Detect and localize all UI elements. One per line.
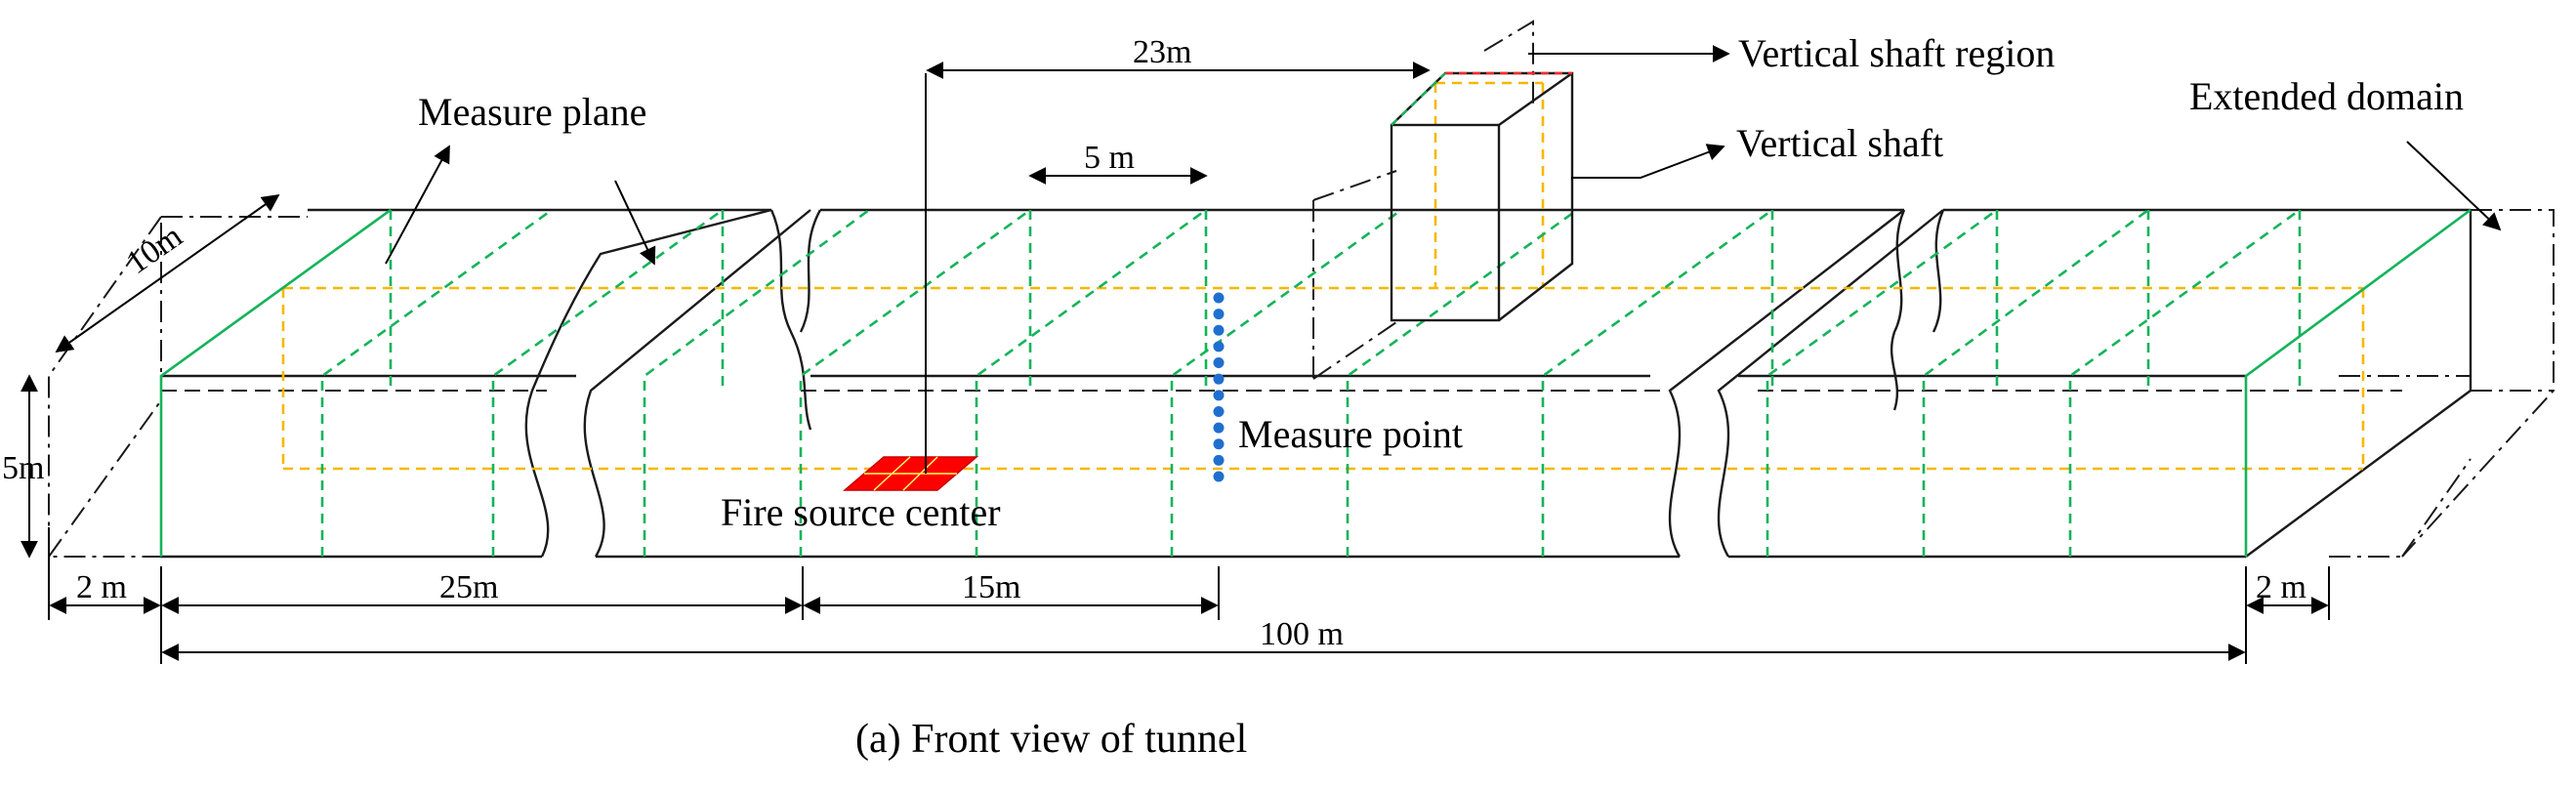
measure-point-dot	[1213, 454, 1225, 466]
measure-point-dot	[1213, 373, 1225, 385]
extended-domain-label: Extended domain	[2189, 74, 2464, 118]
dim-length-100m: 100 m	[1260, 616, 1344, 652]
vertical-shaft	[1390, 71, 1574, 322]
measure-point-dot	[1213, 309, 1225, 320]
measure-point-dot	[1213, 357, 1225, 369]
measure-points	[1213, 292, 1225, 482]
dim-spacing-5m: 5 m	[1084, 140, 1135, 176]
dim-ext-right-2m: 2 m	[2256, 569, 2306, 605]
measure-point-label: Measure point	[1238, 412, 1463, 456]
measure-point-dot	[1213, 471, 1225, 482]
fire-source-center-label: Fire source center	[721, 490, 1001, 534]
dim-shaft-pos-23m: 23m	[1133, 34, 1191, 70]
measure-point-dot	[1213, 341, 1225, 353]
measure-point-dot	[1213, 405, 1225, 417]
measure-point-dot	[1213, 438, 1225, 450]
measure-plane-label: Measure plane	[418, 90, 646, 134]
shaft-region-lines	[281, 81, 2365, 471]
measure-point-dot	[1213, 324, 1225, 336]
leader-arrows	[385, 45, 2502, 266]
dim-height-5m: 5m	[2, 450, 44, 486]
dimension-lines	[21, 62, 2330, 664]
measure-point-dot	[1213, 292, 1225, 304]
dim-ext-left-2m: 2 m	[76, 569, 127, 605]
tunnel-outline	[161, 208, 2472, 559]
dim-measure-pos-15m: 15m	[962, 569, 1020, 605]
dim-width-10m: 10m	[120, 218, 189, 281]
measure-point-dot	[1213, 422, 1225, 434]
dim-fire-pos-25m: 25m	[439, 569, 498, 605]
vertical-shaft-label: Vertical shaft	[1736, 121, 1943, 165]
figure-caption: (a) Front view of tunnel	[855, 717, 1247, 762]
measure-planes	[159, 208, 2472, 557]
measure-point-dot	[1213, 390, 1225, 401]
vertical-shaft-region-label: Vertical shaft region	[1738, 31, 2055, 75]
fire-source	[842, 73, 979, 491]
